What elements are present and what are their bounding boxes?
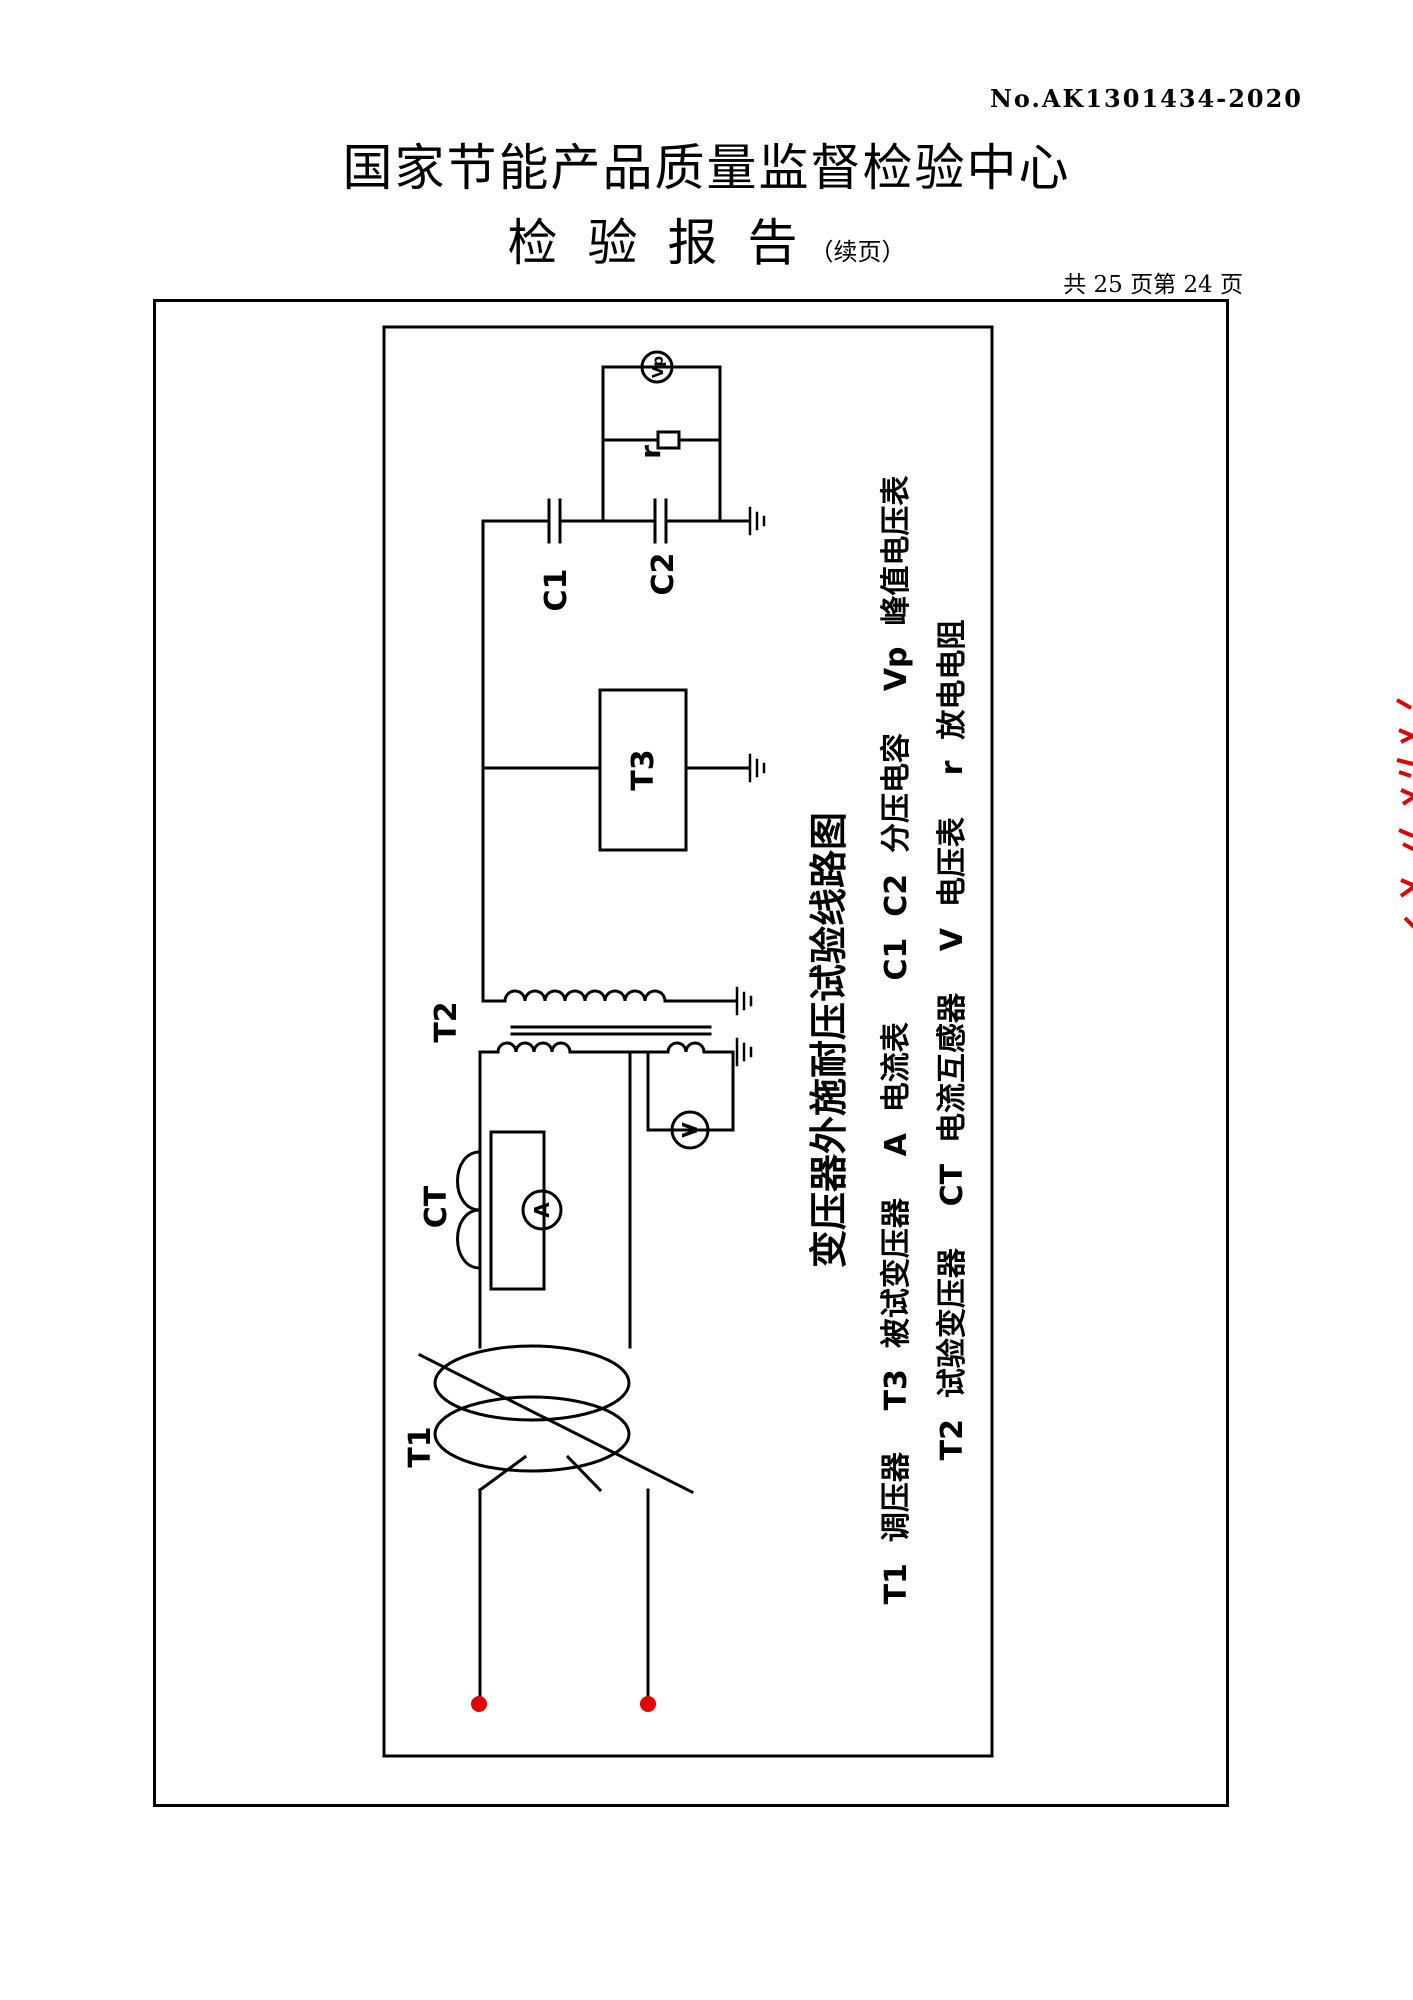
center-name: 国家节能产品质量监督检验中心: [342, 139, 1071, 197]
ct-ammeter-branch: [456, 1050, 563, 1291]
capacitor-divider: [481, 350, 750, 544]
content-frame: [153, 299, 1229, 1807]
legend-line-2: T2 试验变压器 CT 电流互感器 V 电压表 r 放电电阻: [935, 620, 970, 1461]
diagram-title: 变压器外施耐压试验线路图: [807, 812, 851, 1268]
ground-symbols: [735, 506, 766, 1067]
legend-line-1: T1 调压器 T3 被试变压器 A 电流表 C1 C2 分压电容 Vp 峰值电压…: [879, 476, 914, 1605]
ct-label: CT: [419, 1185, 454, 1228]
peak-voltmeter-label: Vp: [649, 356, 667, 379]
t2-test-transformer: [478, 989, 737, 1054]
voltmeter-branch: [646, 1050, 735, 1150]
continued-label: （续页）: [809, 238, 906, 266]
page-count: 共 25 页第 24 页: [1063, 272, 1243, 298]
voltmeter-label: V: [678, 1122, 702, 1138]
input-terminal-2: [640, 1696, 656, 1712]
t2-label: T2: [429, 1001, 464, 1042]
report-title: 检验报告: [507, 214, 828, 272]
input-terminal-1: [471, 1696, 487, 1712]
t1-label: T1: [403, 1426, 438, 1467]
diagram-frame: [382, 325, 994, 1758]
red-seal-edge: [1385, 690, 1413, 940]
report-number: No.AK1301434-2020: [989, 84, 1303, 113]
ammeter-label: A: [530, 1202, 554, 1218]
c1-label: C1: [539, 569, 574, 612]
t1-regulator-symbol: [417, 1344, 695, 1702]
resistor-label: r: [634, 445, 667, 459]
report-title-row: 检验报告（续页）: [0, 203, 1413, 275]
t3-label: T3: [626, 749, 661, 790]
t3-box: [598, 688, 688, 852]
c2-label: C2: [646, 553, 681, 596]
